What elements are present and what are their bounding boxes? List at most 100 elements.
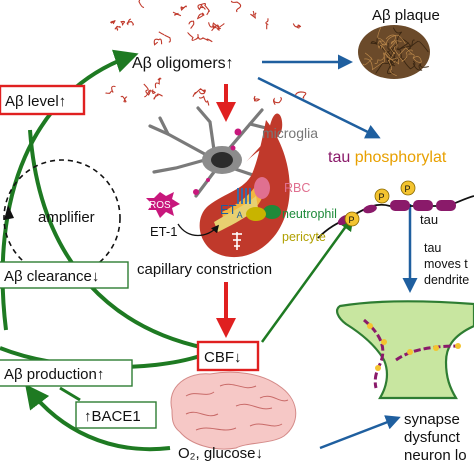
squiggle <box>138 0 145 8</box>
amplifier-label: amplifier <box>38 209 95 226</box>
squiggle <box>126 18 134 26</box>
feedback-arrow-inner <box>28 129 206 350</box>
neutrophil-label: neutrophil <box>282 207 337 221</box>
green-arrow-cbf-to-tau <box>260 215 354 343</box>
capillary-vessel-icon <box>199 113 290 258</box>
squiggle <box>120 95 128 103</box>
ros-burst-icon: ROS <box>146 192 180 218</box>
squiggle <box>200 3 211 16</box>
squiggle <box>110 19 116 25</box>
tau-phosphorylation-label: tau phosphorylat <box>328 149 447 166</box>
squiggle <box>188 20 195 29</box>
eta-main: ET <box>220 202 237 217</box>
squiggle <box>387 53 394 75</box>
squiggle <box>370 37 383 48</box>
brain-icon <box>170 371 297 450</box>
neuron-synapse-icon <box>336 300 474 400</box>
squiggle <box>153 93 163 100</box>
squiggle <box>398 49 414 62</box>
squiggle <box>197 36 213 43</box>
synapse-line3: neuron lo <box>404 447 467 464</box>
squiggle <box>158 31 171 43</box>
p-label-3: P <box>405 184 411 194</box>
squiggle <box>172 11 182 17</box>
squiggle <box>153 38 163 46</box>
squiggle <box>197 4 206 11</box>
synapse-line2: dysfunct <box>404 429 461 446</box>
squiggle <box>292 23 302 29</box>
squiggle <box>198 95 210 106</box>
bace1-box <box>75 401 157 429</box>
squiggle <box>105 85 116 94</box>
squiggle <box>250 10 257 19</box>
ab-production-label: Aβ production↑ <box>4 366 104 383</box>
squiggle <box>208 22 219 29</box>
squiggle <box>120 20 126 26</box>
squiggle <box>393 46 413 57</box>
plaque-tangle-icon <box>358 25 430 79</box>
tau-chain-icon: P P P <box>317 180 474 239</box>
ros-label: ROS <box>149 200 171 211</box>
squiggle <box>192 88 206 97</box>
ab-level-box <box>0 84 86 116</box>
et1-label: ET-1 <box>150 224 177 239</box>
phospho-p-icons: P P P <box>344 180 416 227</box>
squiggle <box>265 18 269 30</box>
bace1-label: ↑BACE1 <box>84 408 141 425</box>
ab-clearance-box <box>0 261 129 289</box>
tau-moves-line2: moves t <box>424 257 468 271</box>
blue-arrow-to-tau <box>257 76 381 139</box>
squiggle <box>143 83 151 96</box>
o2-glucose-label: O₂, glucose↓ <box>178 445 263 462</box>
squiggle <box>294 91 307 99</box>
squiggle <box>379 34 397 46</box>
ab-production-box <box>0 359 133 387</box>
squiggle <box>114 25 121 31</box>
squiggle <box>406 40 429 53</box>
ab-oligomers-label: Aβ oligomers↑ <box>132 55 234 72</box>
rbc-label: RBC <box>284 181 310 195</box>
squiggle <box>385 52 400 65</box>
pericyte-label: pericyte <box>282 230 326 244</box>
cbf-label: CBF↓ <box>204 349 242 366</box>
squiggle <box>408 53 422 63</box>
ab-plaque-label: Aβ plaque <box>372 7 440 24</box>
tau-moves-line3: dendrite <box>424 273 469 287</box>
squiggle <box>253 95 261 102</box>
squiggle <box>389 41 398 54</box>
p-label-1: P <box>349 215 355 225</box>
phosphorylation-suffix: phosphorylat <box>355 149 447 166</box>
squiggle <box>396 39 415 50</box>
squiggle <box>362 52 373 66</box>
squiggle <box>187 32 199 41</box>
squiggle <box>391 27 403 51</box>
squiggle <box>144 89 156 98</box>
squiggle <box>154 77 162 89</box>
ab-level-label: Aβ level↑ <box>5 93 66 110</box>
tau-prefix: tau <box>328 149 355 166</box>
squiggle <box>272 96 282 106</box>
eta-label: ETA <box>220 202 243 220</box>
p-label-2: P <box>379 192 385 202</box>
squiggle <box>211 24 221 32</box>
cbf-box <box>196 340 260 372</box>
squiggle <box>196 12 205 20</box>
squiggle <box>230 0 242 13</box>
squiggle <box>412 62 429 71</box>
squiggle <box>377 40 391 57</box>
microglia-cell-icon <box>148 106 268 198</box>
microglia-label: microglia <box>262 125 318 141</box>
squiggle <box>364 52 386 71</box>
amplifier-arrowhead <box>4 205 14 220</box>
ab-clearance-label: Aβ clearance↓ <box>4 268 99 285</box>
blue-arrow-to-synapse <box>319 415 401 450</box>
synapse-line1: synapse <box>404 411 460 428</box>
capillary-constriction-label: capillary constriction <box>137 261 272 278</box>
oligomer-squiggles-icon <box>105 0 307 106</box>
squiggle <box>390 34 406 45</box>
squiggle <box>180 5 187 12</box>
squiggle <box>374 52 395 65</box>
bace1-arrow <box>25 384 171 452</box>
